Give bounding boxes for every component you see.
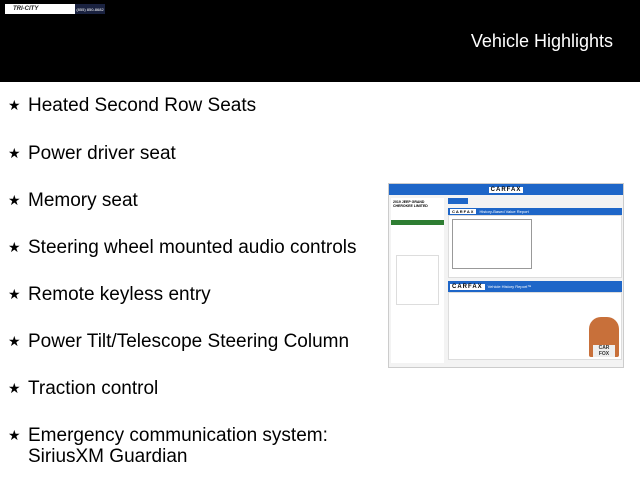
feature-item: ★ Heated Second Row Seats [8, 95, 256, 116]
carfax-sidebar: 2019 JEEP GRAND CHEROKEE LIMITED [391, 198, 444, 363]
feature-label: Emergency communication system: SiriusXM… [28, 425, 328, 467]
carfax-report-image[interactable]: CARFAX 2019 JEEP GRAND CHEROKEE LIMITED … [388, 183, 624, 368]
feature-item: ★ Power Tilt/Telescope Steering Column [8, 331, 349, 352]
value-report-panel [448, 215, 622, 278]
star-icon: ★ [8, 380, 21, 396]
feature-label: Steering wheel mounted audio controls [28, 237, 357, 258]
logo-text: TRI-CITY [13, 6, 39, 12]
feature-item: ★ Remote keyless entry [8, 284, 211, 305]
history-report-title: Vehicle History Report™ [487, 284, 532, 289]
feature-label: Memory seat [28, 190, 138, 211]
carfax-logo: CARFAX [450, 209, 477, 214]
report-tab [448, 198, 468, 204]
star-icon: ★ [8, 333, 21, 349]
star-icon: ★ [8, 145, 21, 161]
sidebar-active [391, 220, 444, 225]
feature-label: Traction control [28, 378, 159, 399]
page-title: Vehicle Highlights [470, 31, 613, 51]
dealer-card [396, 255, 439, 305]
feature-label: Heated Second Row Seats [28, 95, 257, 116]
star-icon: ★ [8, 286, 21, 302]
history-report-panel: CAR FOX [448, 292, 622, 360]
mascot-shirt-text: CAR FOX [593, 345, 615, 357]
value-chart-frame [452, 219, 532, 269]
feature-label: Power Tilt/Telescope Steering Column [28, 331, 350, 352]
carfax-logo: CARFAX [488, 186, 524, 193]
feature-label: Remote keyless entry [28, 284, 211, 305]
header-bar: TRI-CITY (855) 850-8682 Vehicle Highligh… [0, 0, 640, 82]
feature-item: ★ Memory seat [8, 190, 138, 211]
feature-item: ★ Traction control [8, 378, 158, 399]
feature-item: ★ Power driver seat [8, 143, 176, 164]
feature-label: Power driver seat [28, 143, 176, 164]
feature-item: ★ Steering wheel mounted audio controls [8, 237, 356, 258]
star-icon: ★ [8, 427, 21, 443]
dealer-logo[interactable]: TRI-CITY (855) 850-8682 [5, 4, 105, 14]
star-icon: ★ [8, 192, 21, 208]
vehicle-name: 2019 JEEP GRAND CHEROKEE LIMITED [393, 200, 428, 208]
logo-phone: (855) 850-8682 [75, 4, 105, 14]
star-icon: ★ [8, 97, 21, 113]
star-icon: ★ [8, 239, 21, 255]
value-report-title: History-Based Value Report [479, 209, 529, 214]
carfax-logo: CARFAX [450, 283, 485, 290]
feature-item: ★ Emergency communication system: SiriusX… [8, 425, 338, 467]
carfax-topbar: CARFAX [389, 184, 623, 195]
carfox-mascot: CAR FOX [589, 317, 619, 357]
